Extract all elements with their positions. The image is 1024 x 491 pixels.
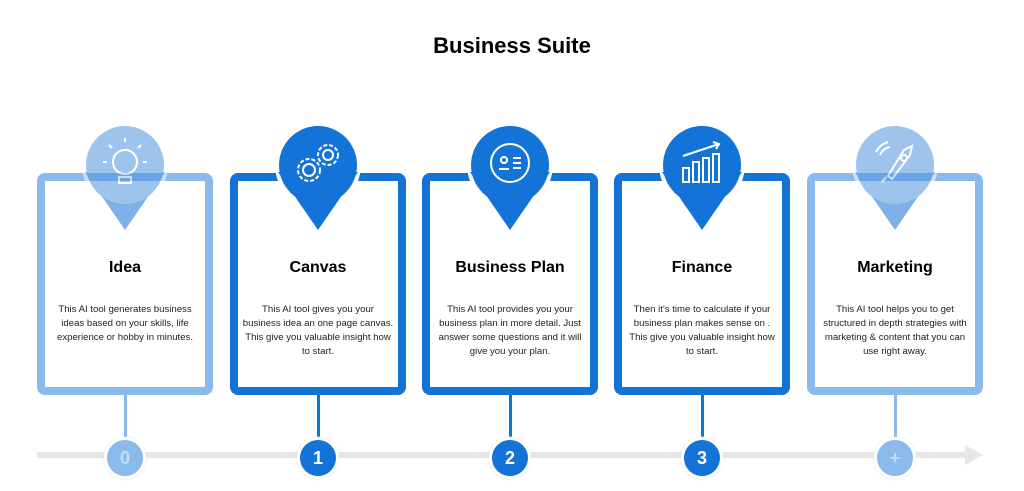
step-marker: +: [874, 437, 916, 479]
growth-chart-icon: [659, 122, 745, 230]
step-title: Canvas: [289, 259, 347, 276]
step-marker: 2: [489, 437, 531, 479]
step-title: Idea: [108, 259, 141, 276]
step-description: This AI tool helps you to get structured…: [823, 304, 967, 357]
connector-line: [701, 395, 704, 440]
lightbulb-icon: [82, 122, 168, 230]
gears-icon: [275, 122, 361, 230]
step-marker: 1: [297, 437, 339, 479]
step-card-business-plan: Business Plan This AI tool provides you …: [422, 173, 598, 395]
step-description: This AI tool provides you your business …: [438, 304, 582, 357]
step-title: Finance: [671, 259, 733, 276]
page-title: Business Suite: [433, 33, 591, 58]
connector-line: [894, 395, 897, 440]
step-description: This AI tool generates business ideas ba…: [57, 304, 193, 343]
connector-line: [317, 395, 320, 440]
step-description: This AI tool gives you your business ide…: [242, 304, 394, 357]
rocket-icon: [852, 122, 938, 230]
timeline-arrow-icon: [965, 445, 983, 465]
profile-chat-icon: [467, 122, 553, 230]
step-card-idea: Idea This AI tool generates business ide…: [37, 173, 213, 395]
step-marker: 0: [104, 437, 146, 479]
step-title: Business Plan: [455, 259, 565, 276]
step-title: Marketing: [857, 259, 933, 276]
step-marker: 3: [681, 437, 723, 479]
step-description: Then it's time to calculate if your busi…: [629, 304, 775, 357]
connector-line: [509, 395, 512, 440]
connector-line: [124, 395, 127, 440]
